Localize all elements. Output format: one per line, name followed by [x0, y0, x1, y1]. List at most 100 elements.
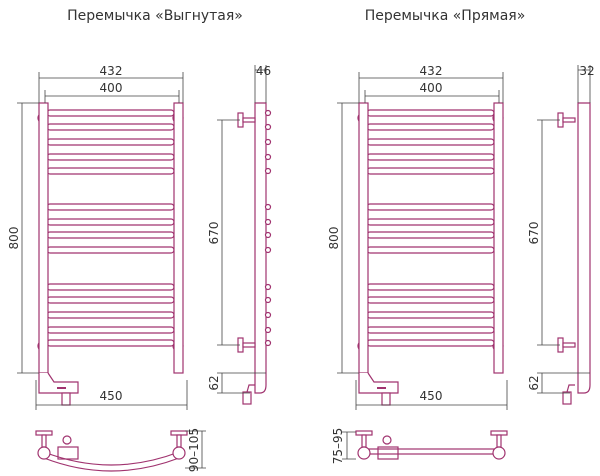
heater-housing — [38, 372, 79, 394]
dim-line-mount-spacing — [537, 119, 560, 346]
crossbar — [366, 218, 495, 226]
dim-line-wall-distance — [342, 431, 356, 460]
dim-line-bottom-offset — [217, 372, 266, 394]
crossbar-end — [264, 283, 272, 291]
dim-overall-width: 432 — [100, 64, 123, 78]
crossbar — [46, 109, 175, 117]
mount-rod — [176, 434, 182, 448]
dim-wall-distance: 90–105 — [187, 428, 201, 472]
dim-bar-width: 400 — [100, 81, 123, 95]
crossbar — [366, 311, 495, 319]
crossbar — [366, 153, 495, 161]
dim-base-width: 450 — [100, 389, 123, 403]
dim-line-mount-spacing — [217, 119, 240, 346]
heater-elbow — [566, 384, 575, 393]
dim-line-base-width — [355, 380, 508, 410]
heater-knob — [62, 435, 72, 445]
crossbar — [46, 123, 175, 131]
dim-line-bar-width — [44, 90, 180, 103]
dim-base-width: 450 — [420, 389, 443, 403]
crossbar — [366, 231, 495, 239]
wall-flange — [355, 430, 373, 436]
front-view: 432 400 800 450 — [7, 64, 188, 410]
right-post — [173, 102, 184, 374]
crossbar-end — [264, 339, 272, 347]
side-view: 46 670 62 — [207, 64, 272, 405]
crossbar — [46, 218, 175, 226]
crossbar — [46, 167, 175, 175]
top-view: 75–95 — [331, 428, 508, 465]
dim-depth: 46 — [256, 64, 271, 78]
crossbar — [46, 138, 175, 146]
crossbar — [46, 311, 175, 319]
heater-spiral-icon — [242, 391, 252, 405]
crossbar-end — [264, 167, 272, 175]
heater-spiral-icon — [562, 391, 572, 405]
crossbar — [46, 326, 175, 334]
straight-bar — [363, 448, 500, 455]
left-post — [358, 102, 369, 374]
dim-depth: 32 — [579, 64, 594, 78]
crossbar — [46, 153, 175, 161]
crossbar — [46, 246, 175, 254]
mount-rod — [361, 434, 367, 448]
dim-bottom-offset: 62 — [207, 375, 221, 390]
crossbar — [366, 167, 495, 175]
crossbar — [366, 339, 495, 347]
crossbar — [366, 138, 495, 146]
crossbar — [46, 339, 175, 347]
dim-line-depth — [577, 65, 591, 103]
right-post — [493, 102, 504, 374]
crossbar — [366, 109, 495, 117]
crossbar — [366, 296, 495, 304]
heater-box — [377, 446, 399, 460]
crossbar — [46, 296, 175, 304]
crossbar — [366, 246, 495, 254]
dim-bottom-offset: 62 — [527, 375, 541, 390]
heater-spiral-icon — [61, 392, 71, 406]
side-post — [577, 102, 591, 394]
side-view: 32 670 62 — [527, 64, 595, 405]
mount-rod — [562, 342, 576, 348]
dim-line-height — [17, 102, 39, 374]
dim-mount-spacing: 670 — [527, 222, 541, 245]
dim-line-wall-distance — [185, 430, 206, 469]
post-left — [37, 446, 51, 460]
post-right — [172, 446, 186, 460]
post-left — [357, 446, 371, 460]
dim-wall-distance: 75–95 — [331, 428, 345, 465]
dim-overall-width: 432 — [420, 64, 443, 78]
crossbar-end — [264, 311, 272, 319]
dim-bar-width: 400 — [420, 81, 443, 95]
crossbar-end — [264, 246, 272, 254]
mount-rod — [562, 117, 576, 123]
crossbar-end — [264, 153, 272, 161]
left-post — [38, 102, 49, 374]
mount-rod — [41, 434, 47, 448]
mount-rod — [242, 117, 256, 123]
dim-mount-spacing: 670 — [207, 222, 221, 245]
heater-box — [57, 446, 79, 460]
side-post — [254, 102, 267, 394]
dim-line-bar-width — [364, 90, 500, 103]
dim-height: 800 — [7, 227, 21, 250]
wall-flange — [170, 430, 188, 436]
crossbar-end — [264, 326, 272, 334]
dim-line-bottom-offset — [537, 372, 590, 394]
dim-line-base-width — [35, 380, 188, 410]
crossbar-end — [264, 138, 272, 146]
crossbar-end — [264, 218, 272, 226]
heater-knob — [382, 435, 392, 445]
heater-elbow — [246, 384, 255, 393]
crossbar — [366, 203, 495, 211]
crossbar — [366, 123, 495, 131]
dim-line-height — [337, 102, 359, 374]
crossbar-end — [264, 203, 272, 211]
mount-rod — [242, 342, 256, 348]
crossbar-end — [264, 296, 272, 304]
crossbar — [366, 283, 495, 291]
dim-line-overall-width — [358, 72, 504, 103]
title-curved: Перемычка «Выгнутая» — [67, 8, 243, 24]
